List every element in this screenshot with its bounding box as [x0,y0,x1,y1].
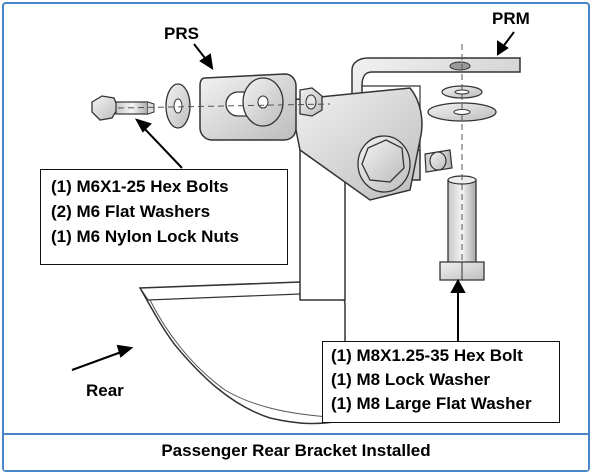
rear-direction-arrow [71,344,134,371]
m8-hex-bolt-shank [447,179,477,265]
m6-hardware-callout: (1) M6X1-25 Hex Bolts (2) M6 Flat Washer… [40,169,288,265]
m6-hex-bolt-head [91,95,119,121]
m6-callout-line: (1) M6 Nylon Lock Nuts [51,227,239,246]
rear-label: Rear [86,381,124,400]
m8-callout-line: (1) M8 Large Flat Washer [331,394,532,413]
m8-hardware-callout: (1) M8X1.25-35 Hex Bolt (1) M8 Lock Wash… [322,341,560,423]
prm-label: PRM [492,9,530,28]
prs-label: PRS [164,24,199,43]
prs-arrow [193,43,214,71]
m8-callout-line: (1) M8X1.25-35 Hex Bolt [331,346,523,365]
arm-hex-head [361,139,405,183]
m6-callout-leader [134,118,183,169]
m8-callout-line: (1) M8 Lock Washer [331,370,491,389]
diagram-caption: Passenger Rear Bracket Installed [161,441,431,460]
rear-bracket-body [138,281,346,425]
m8-callout-leader [450,278,466,342]
m6-callout-line: (1) M6X1-25 Hex Bolts [51,177,229,196]
m6-callout-line: (2) M6 Flat Washers [51,202,211,221]
prm-arrow [497,31,515,56]
caption-bar: Passenger Rear Bracket Installed [4,433,588,470]
